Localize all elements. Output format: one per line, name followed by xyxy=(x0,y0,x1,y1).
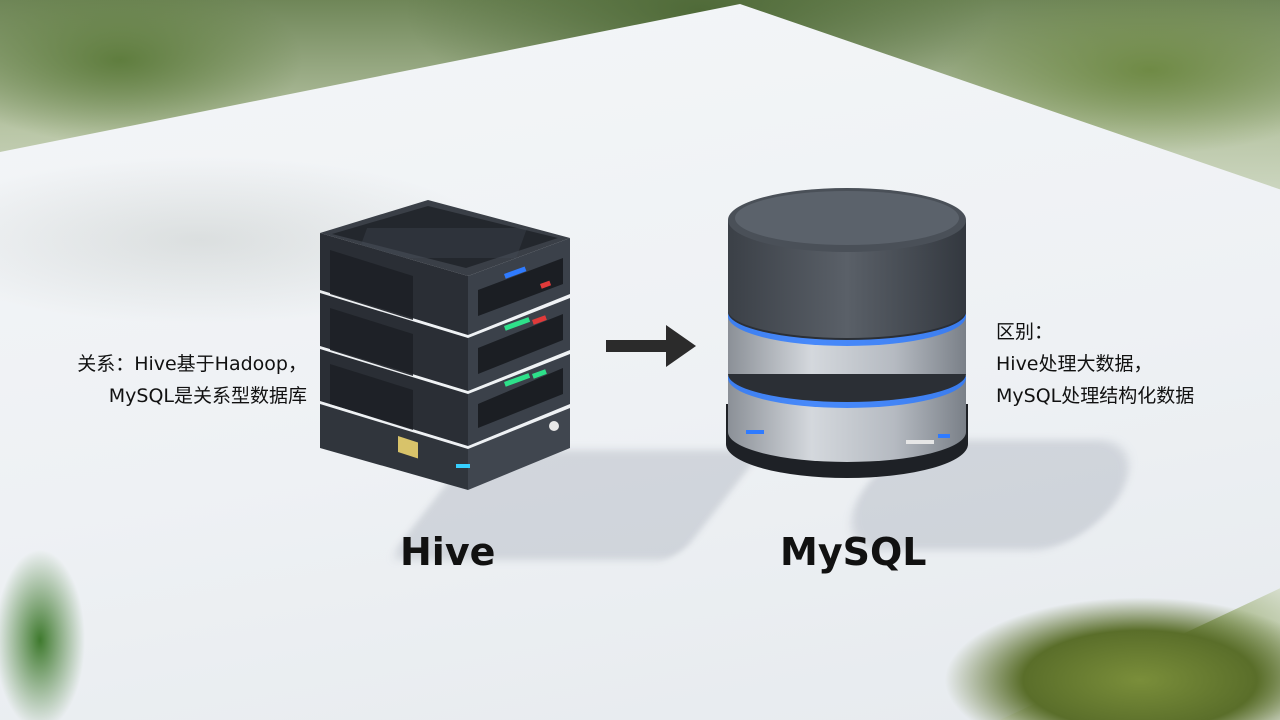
difference-caption-line1: 区别： xyxy=(996,321,1054,343)
moss-decoration xyxy=(840,520,1280,720)
leaf-decoration xyxy=(0,500,120,720)
difference-caption: 区别： Hive处理大数据， MySQL处理结构化数据 xyxy=(996,316,1194,412)
mysql-database-icon xyxy=(720,184,980,484)
difference-caption-line2: Hive处理大数据， xyxy=(996,353,1153,375)
server-stack-icon xyxy=(320,200,570,490)
database-cylinder-icon xyxy=(726,188,968,478)
arrow-right-icon xyxy=(606,325,696,367)
relationship-caption-line2: MySQL是关系型数据库 xyxy=(108,385,307,407)
difference-caption-line3: MySQL处理结构化数据 xyxy=(996,385,1195,407)
hive-server-icon xyxy=(318,198,578,498)
relationship-caption: 关系：Hive基于Hadoop， MySQL是关系型数据库 xyxy=(37,348,307,412)
hive-label: Hive xyxy=(400,530,496,574)
mysql-label: MySQL xyxy=(780,530,927,574)
relationship-caption-line1: 关系：Hive基于Hadoop， xyxy=(77,353,307,375)
